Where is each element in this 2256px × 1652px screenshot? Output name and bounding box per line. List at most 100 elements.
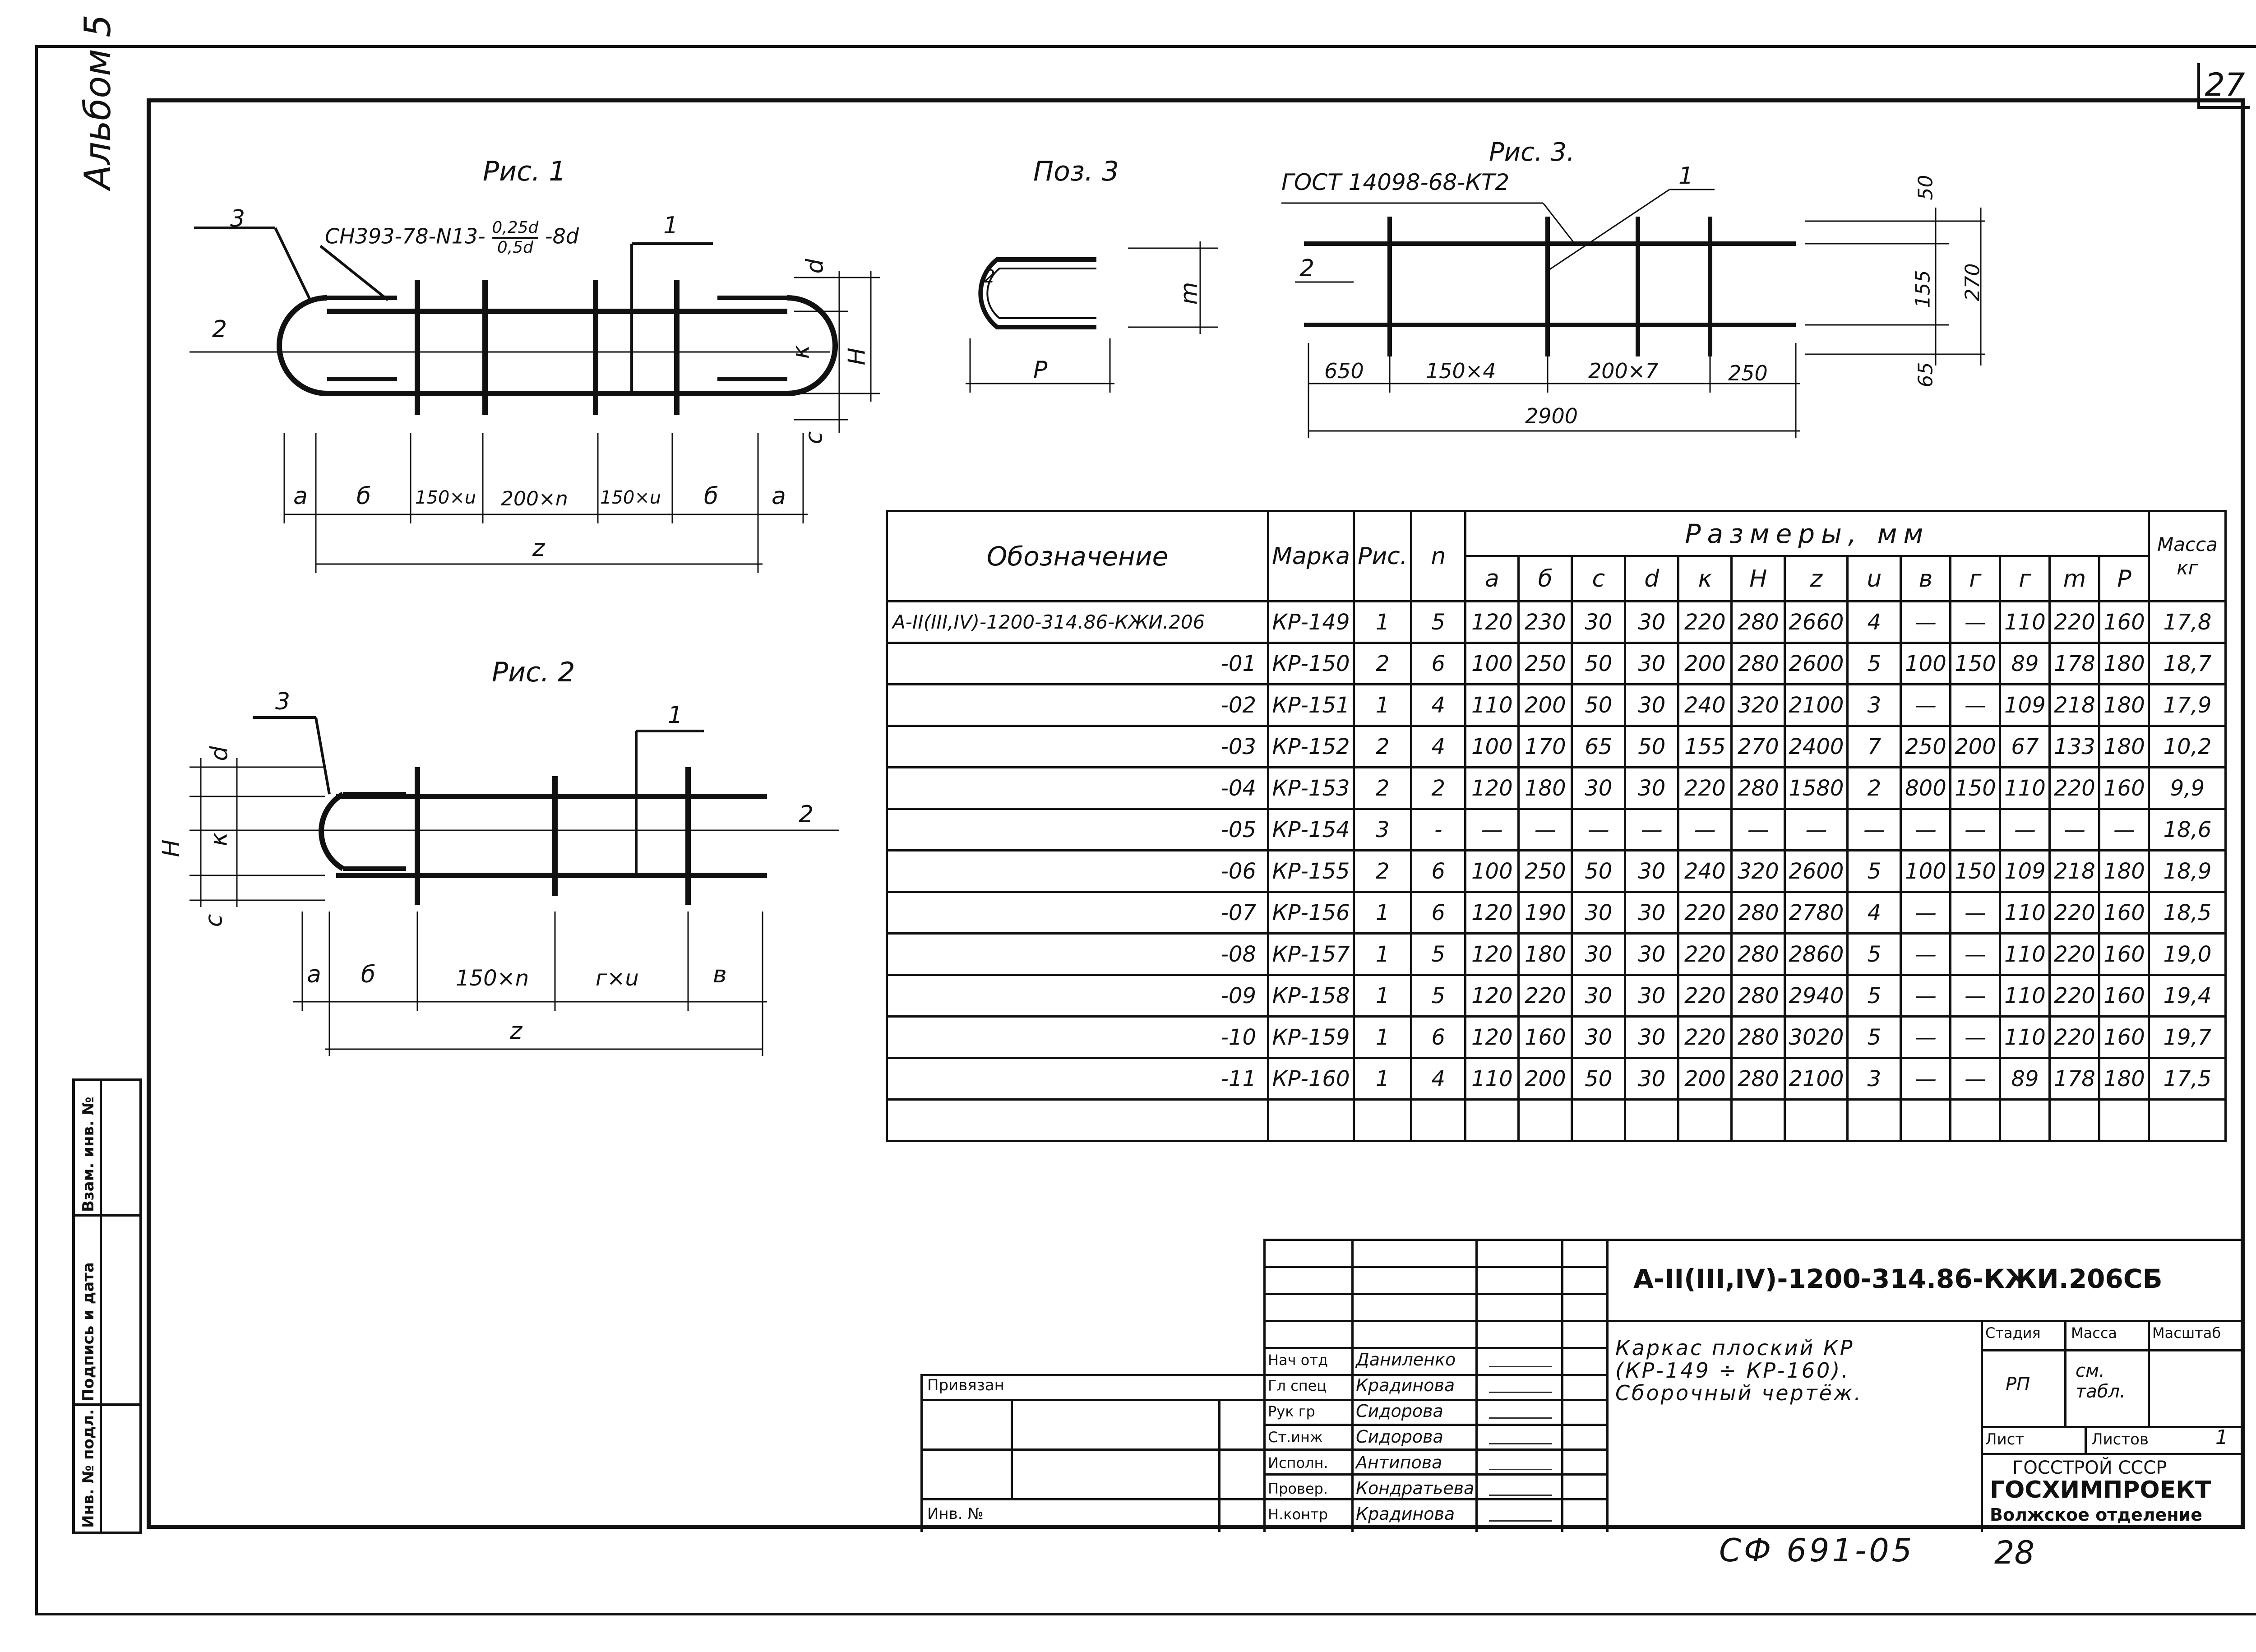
cell-mark: КР-153 — [1267, 766, 1355, 810]
tb-org1: ГОССТРОЙ СССР — [2012, 1458, 2167, 1478]
table-row-empty — [886, 1098, 2227, 1142]
table-cell: — — [1624, 808, 1680, 851]
tb-line — [1606, 1320, 2245, 1322]
figure-1-drawing — [190, 227, 880, 573]
table-cell: 160 — [2098, 600, 2150, 644]
table-cell: 2 — [1846, 766, 1902, 810]
table-cell: 160 — [2098, 766, 2150, 810]
table-cell: 180 — [1517, 766, 1573, 810]
staff-role: Ст.инж — [1268, 1429, 1323, 1446]
table-cell: 2 — [1410, 766, 1467, 810]
table-cell: 3 — [1353, 808, 1413, 851]
table-cell: 220 — [2048, 932, 2101, 976]
tb-line — [1263, 1239, 1266, 1532]
cell-mark: КР-154 — [1267, 808, 1355, 851]
table-cell: 280 — [1730, 766, 1786, 810]
header-fig: Рис. — [1353, 510, 1413, 602]
fig1-label-3: 3 — [230, 205, 245, 232]
tb-mass-value: см. табл. — [2076, 1360, 2126, 1402]
cell-mark: КР-159 — [1267, 1015, 1355, 1059]
cell-mark: КР-156 — [1267, 891, 1355, 935]
fig1-dim-total: z — [532, 535, 545, 562]
table-cell: 150 — [1949, 849, 2002, 893]
table-cell: 220 — [2048, 891, 2101, 935]
staff-name: Антипова — [1356, 1453, 1442, 1472]
table-cell — [1949, 1098, 2002, 1142]
pos3-radius: 2 — [984, 266, 995, 287]
header-n: n — [1410, 510, 1467, 602]
table-cell: 800 — [1900, 766, 1952, 810]
table-cell: 100 — [1464, 642, 1520, 685]
table-cell: 110 — [1464, 683, 1520, 727]
table-cell: 280 — [1730, 932, 1786, 976]
tb-sheets-value: 1 — [2215, 1426, 2228, 1449]
table-cell: 30 — [1624, 642, 1680, 685]
table-cell: 230 — [1517, 600, 1573, 644]
table-cell: 5 — [1846, 642, 1902, 685]
table-cell: — — [1784, 808, 1849, 851]
cell-mark: КР-158 — [1267, 974, 1355, 1018]
cell-designation: -07 — [886, 891, 1269, 935]
tb-line — [1351, 1239, 1354, 1532]
fig2-label-1: 1 — [668, 702, 683, 729]
table-cell: — — [2048, 808, 2101, 851]
table-cell: 280 — [1730, 974, 1786, 1018]
fig1-dim-150u-left: 150×u — [415, 487, 476, 508]
table-cell: 220 — [1677, 932, 1733, 976]
figure-3-drawing — [1281, 189, 1985, 438]
table-cell: — — [1999, 808, 2051, 851]
table-cell — [1784, 1098, 1849, 1142]
title-block: A-II(III,IV)-1200-314.86-КЖИ.206СБ Карка… — [920, 1239, 2245, 1532]
table-cell: 180 — [1517, 932, 1573, 976]
table-cell: 2660 — [1784, 600, 1849, 644]
header-size-col: г — [1999, 555, 2051, 602]
table-cell: 9,9 — [2148, 766, 2227, 810]
table-cell — [1517, 1098, 1573, 1142]
stamp-cell-replace: Взам. инв. № — [75, 1081, 139, 1217]
table-cell: 180 — [2098, 683, 2150, 727]
header-size-col: б — [1517, 555, 1573, 602]
table-cell: 200 — [1517, 1057, 1573, 1101]
fig1-side-k: κ — [787, 345, 815, 359]
tb-inv: Инв. № — [927, 1505, 984, 1523]
staff-signature — [1489, 1375, 1552, 1393]
table-cell: 30 — [1624, 932, 1680, 976]
table-cell: 18,9 — [2148, 849, 2227, 893]
table-cell: 200 — [1517, 683, 1573, 727]
tb-line — [1263, 1293, 1606, 1295]
fig1-side-d: d — [801, 259, 829, 274]
table-cell: 220 — [1677, 891, 1733, 935]
position-3-drawing — [966, 241, 1218, 393]
table-cell — [1624, 1098, 1680, 1142]
staff-role: Провер. — [1268, 1480, 1328, 1497]
table-cell: 1 — [1353, 891, 1413, 935]
table-cell: 4 — [1410, 683, 1467, 727]
table-cell: 50 — [1571, 683, 1627, 727]
table-cell: 2600 — [1784, 642, 1849, 685]
cell-mark: КР-151 — [1267, 683, 1355, 727]
table-cell: 2 — [1353, 849, 1413, 893]
tb-line — [1981, 1320, 1983, 1532]
table-cell: 2600 — [1784, 849, 1849, 893]
cell-designation: -05 — [886, 808, 1269, 851]
table-cell: 220 — [2048, 600, 2101, 644]
fig2-dim-total: z — [510, 1018, 522, 1045]
table-cell: 19,4 — [2148, 974, 2227, 1018]
fig1-fraction: 0,25d 0,5d — [492, 219, 539, 257]
header-mass: Масса кг — [2148, 510, 2227, 602]
table-cell: 110 — [1999, 1015, 2051, 1059]
tb-line — [1263, 1473, 1606, 1476]
table-cell: 150 — [1949, 642, 2002, 685]
table-cell: 190 — [1517, 891, 1573, 935]
fig3-note: ГОСТ 14098-68-КТ2 — [1281, 169, 1510, 195]
table-cell: 1 — [1353, 1015, 1413, 1059]
table-cell: 2 — [1353, 642, 1413, 685]
table-cell: — — [1900, 1015, 1952, 1059]
table-cell: 17,5 — [2148, 1057, 2227, 1101]
